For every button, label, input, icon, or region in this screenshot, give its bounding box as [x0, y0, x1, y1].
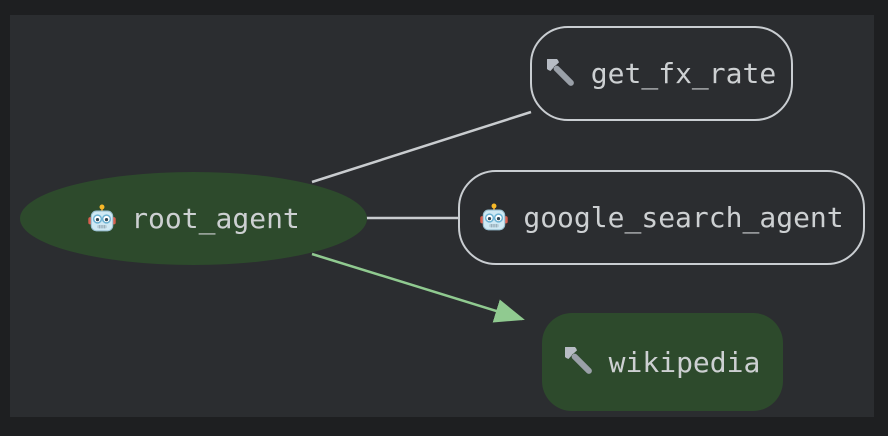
node-wikipedia[interactable]: wikipedia: [542, 313, 783, 411]
wrench-icon: [564, 347, 595, 377]
edge-root-to-get-fx-rate: [311, 110, 532, 184]
node-label: get_fx_rate: [590, 57, 777, 90]
robot-icon: [479, 203, 509, 233]
node-label: google_search_agent: [523, 201, 844, 234]
node-label: root_agent: [131, 202, 300, 235]
robot-icon: [87, 204, 117, 234]
agent-graph-canvas: root_agent get_fx_rate: [10, 15, 874, 417]
node-get-fx-rate[interactable]: get_fx_rate: [530, 26, 793, 121]
node-label: wikipedia: [608, 345, 761, 379]
edge-root-to-wikipedia: [311, 252, 525, 323]
node-root-agent[interactable]: root_agent: [20, 172, 367, 265]
graph-edges-layer: [311, 110, 532, 323]
wrench-icon: [546, 58, 577, 89]
node-google-search-agent[interactable]: google_search_agent: [458, 170, 865, 265]
